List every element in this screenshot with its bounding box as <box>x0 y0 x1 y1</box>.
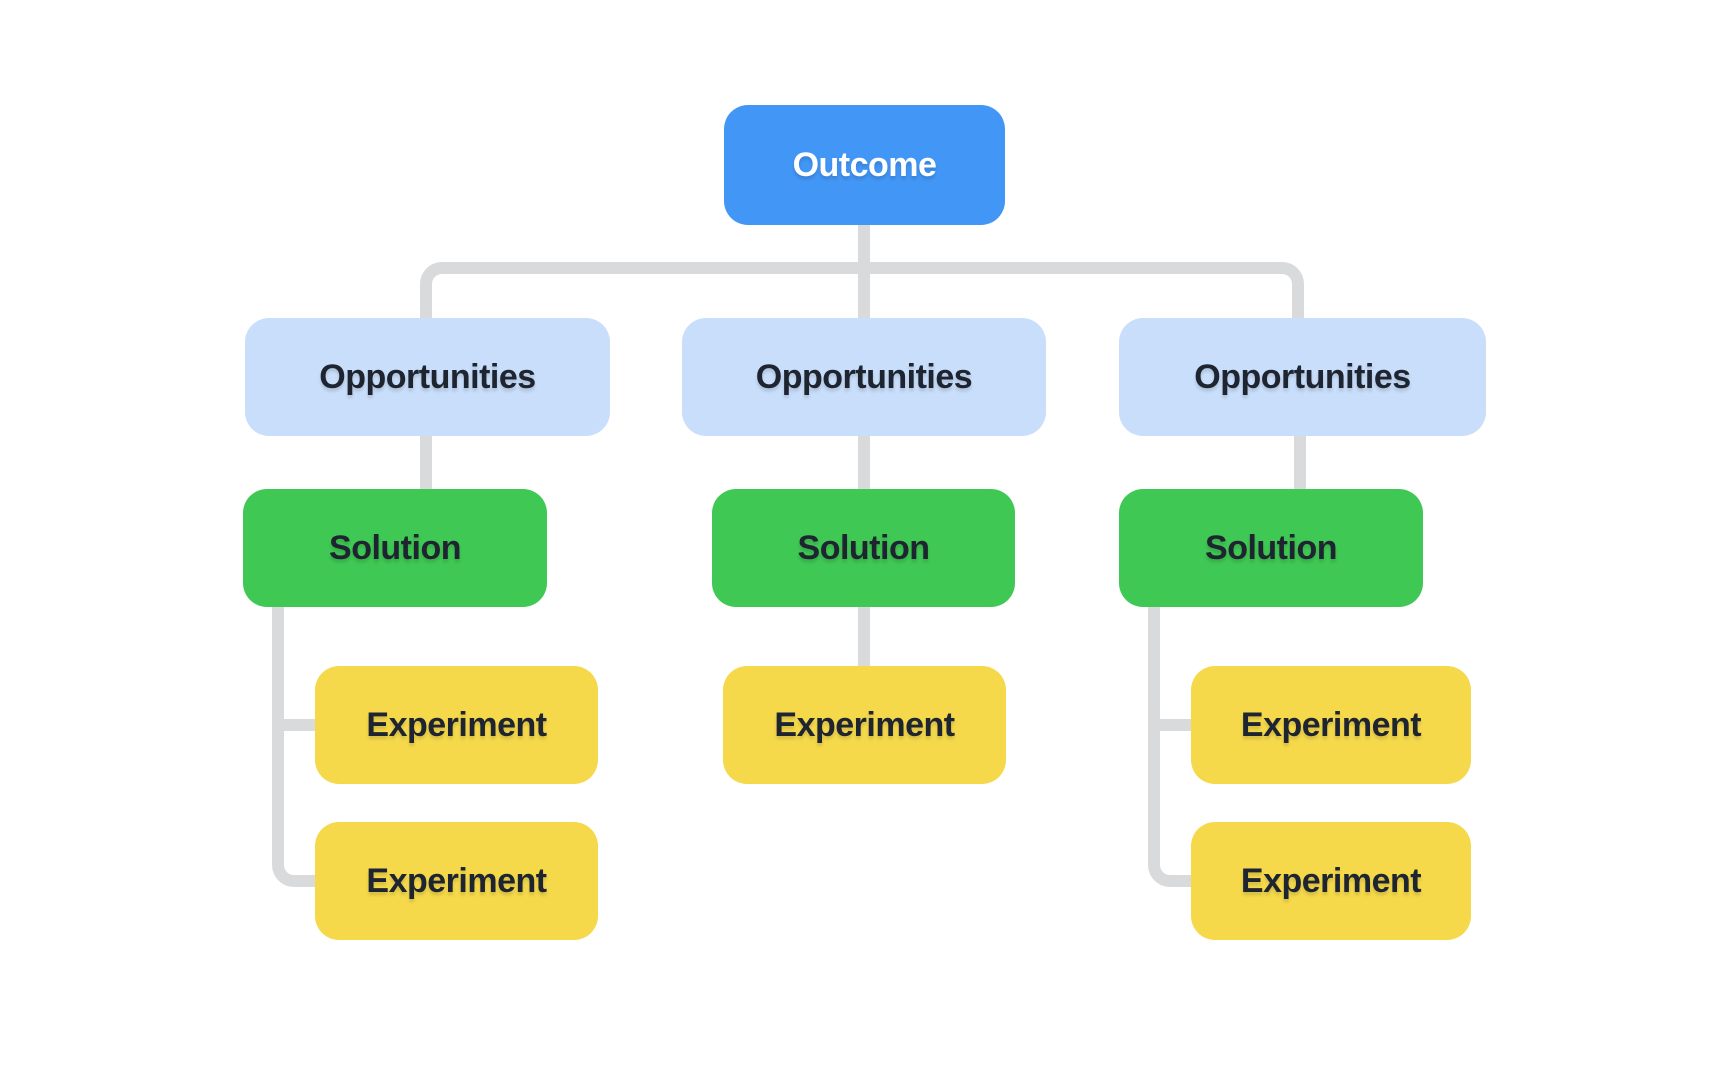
node-experiment-3a-label: Experiment <box>1240 705 1422 744</box>
node-solution-3[interactable]: Solution <box>1119 489 1423 607</box>
connector-opportunity3-to-solution3 <box>1294 436 1306 489</box>
node-solution-1-label: Solution <box>329 528 461 567</box>
connector-solution3-to-experiment3a <box>1160 719 1191 731</box>
node-outcome[interactable]: Outcome <box>724 105 1005 225</box>
connector-top-bar <box>420 262 1304 318</box>
node-solution-2-label: Solution <box>797 528 930 567</box>
connector-solution3-fork <box>1148 607 1191 887</box>
node-opportunity-2-label: Opportunities <box>755 357 973 396</box>
node-solution-3-label: Solution <box>1205 528 1337 567</box>
connector-solution1-fork <box>272 607 315 887</box>
node-opportunity-1-label: Opportunities <box>319 357 536 396</box>
node-opportunity-1[interactable]: Opportunities <box>245 318 610 436</box>
node-experiment-3a[interactable]: Experiment <box>1191 666 1471 784</box>
node-experiment-1b[interactable]: Experiment <box>315 822 598 940</box>
node-experiment-2a-label: Experiment <box>774 705 955 744</box>
node-solution-1[interactable]: Solution <box>243 489 547 607</box>
node-opportunity-3[interactable]: Opportunities <box>1119 318 1486 436</box>
node-opportunity-2[interactable]: Opportunities <box>682 318 1046 436</box>
connector-solution1-to-experiment1a <box>284 719 315 731</box>
node-experiment-1a-label: Experiment <box>366 705 547 744</box>
connector-opportunity2-to-solution2 <box>858 436 870 489</box>
node-outcome-label: Outcome <box>792 145 937 184</box>
node-experiment-2a[interactable]: Experiment <box>723 666 1006 784</box>
connector-opportunity1-to-solution1 <box>420 436 432 489</box>
node-experiment-1b-label: Experiment <box>366 861 547 900</box>
connector-solution2-to-experiment2a <box>858 607 870 666</box>
node-solution-2[interactable]: Solution <box>712 489 1015 607</box>
node-experiment-3b-label: Experiment <box>1240 861 1422 900</box>
node-experiment-1a[interactable]: Experiment <box>315 666 598 784</box>
node-opportunity-3-label: Opportunities <box>1194 357 1411 396</box>
node-experiment-3b[interactable]: Experiment <box>1191 822 1471 940</box>
